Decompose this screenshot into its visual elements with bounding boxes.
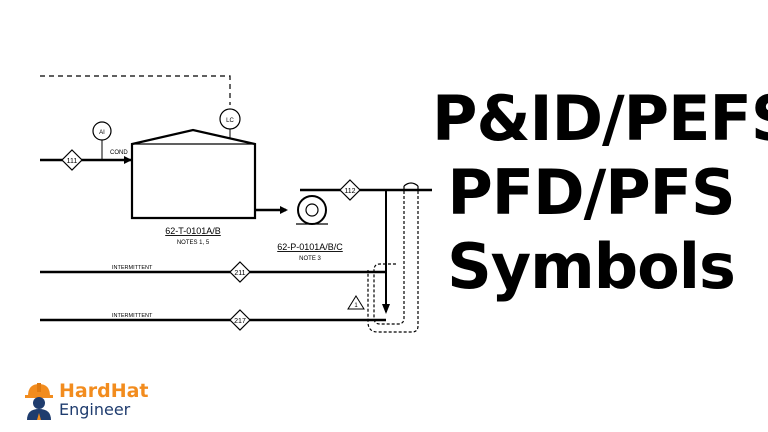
level-controller: LC	[219, 108, 241, 138]
pump-symbol	[296, 189, 328, 225]
line-number-111-text: 111	[67, 158, 78, 165]
jacketed-pipe	[367, 182, 419, 333]
analyzer-instrument: AI COND	[92, 121, 128, 160]
pump-notes: NOTE 3	[299, 256, 321, 262]
dashed-signal-line	[40, 75, 231, 105]
brand-name-engineer: Engineer	[59, 400, 131, 419]
line-number-112: 112	[339, 179, 361, 201]
level-controller-label: LC	[226, 118, 234, 124]
tank-symbol	[130, 128, 257, 220]
title-block: P&ID/PEFS PFD/PFS Symbols	[432, 82, 768, 304]
intermittent-label-1: INTERMITTENT	[112, 265, 153, 271]
line-number-112-text: 112	[344, 188, 355, 195]
line-number-211-text: 211	[234, 270, 245, 277]
analyzer-label: AI	[99, 130, 105, 136]
pump-tag: 62-P-0101A/B/C	[277, 242, 343, 252]
cond-label: COND	[110, 150, 128, 156]
tank-tag: 62-T-0101A/B	[165, 226, 221, 236]
line-number-217: 217	[229, 309, 251, 331]
revision-mark: 1	[354, 303, 358, 309]
line-number-111: 111	[61, 149, 83, 171]
intermittent-label-2: INTERMITTENT	[112, 313, 153, 319]
feed-arrow	[124, 156, 132, 164]
title-line-1: P&ID/PEFS	[432, 82, 768, 155]
hardhat-engineer-logo[interactable]: HardHat Engineer	[22, 380, 162, 424]
title-line-3: Symbols	[447, 230, 736, 303]
hardhat-worker-icon	[25, 383, 53, 420]
tank-notes: NOTES 1, 5	[177, 240, 210, 246]
line-number-217-text: 217	[234, 318, 246, 325]
brand-name-hardhat: HardHat	[59, 380, 149, 402]
revision-triangle: 1	[347, 295, 365, 310]
line-number-211: 211	[229, 261, 251, 283]
brand-name: HardHat	[59, 381, 149, 401]
title-line-2: PFD/PFS	[447, 156, 735, 229]
